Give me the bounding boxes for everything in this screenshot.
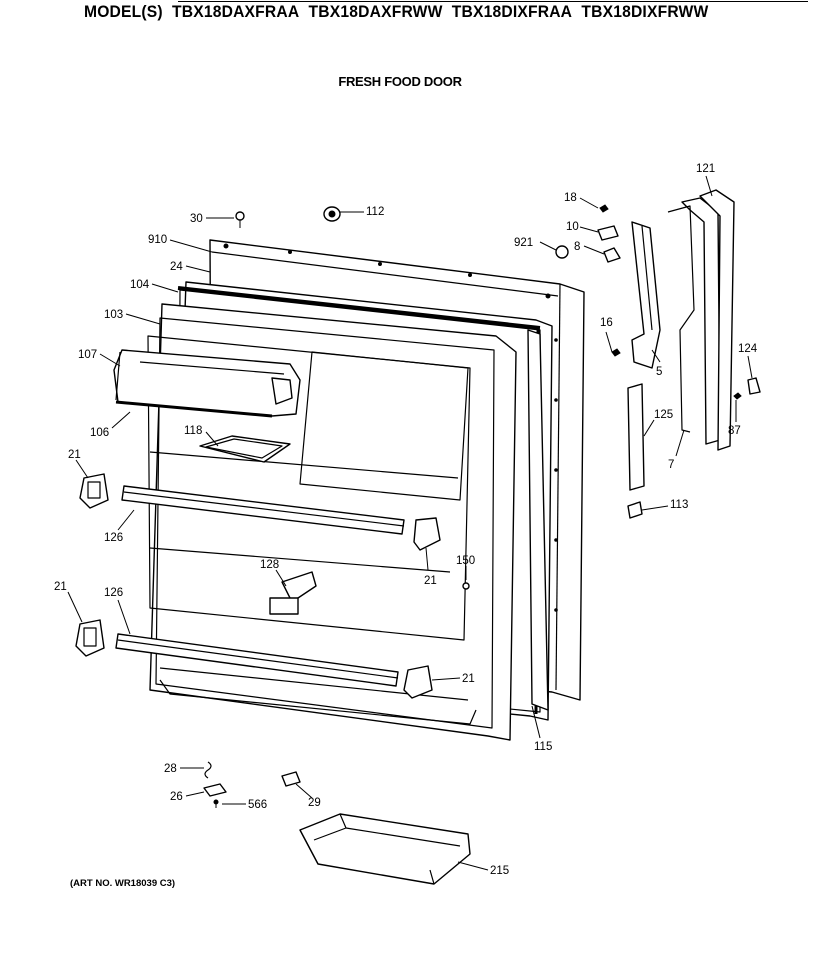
hinge-assembly	[555, 204, 661, 369]
small-parts	[203, 206, 341, 808]
callout-30: 30	[190, 213, 203, 225]
callout-128: 128	[260, 559, 279, 571]
model-prefix: MODEL(S)	[84, 2, 163, 21]
model-number: TBX18DIXFRAA	[451, 2, 573, 21]
callout-118: 118	[184, 425, 202, 437]
callout-104: 104	[130, 279, 150, 291]
model-header: MODEL(S) TBX18DAXFRAA TBX18DAXFRWW TBX18DIX…	[84, 2, 718, 22]
door-handle	[627, 189, 761, 519]
callout-87: 87	[728, 425, 741, 437]
callout-103: 103	[104, 309, 123, 321]
callout-labels: 30 112 910 24 104 103 107 106 118 21 126…	[54, 163, 758, 877]
model-number: TBX18DAXFRWW	[308, 2, 443, 21]
bracket-128	[269, 597, 299, 615]
callout-21-lower-left: 21	[54, 581, 67, 593]
callout-21-upper-left: 21	[68, 449, 81, 461]
shelf-end-cap	[75, 473, 441, 699]
screw-150	[462, 582, 470, 590]
breaker-strip	[527, 329, 549, 711]
art-number: (ART NO. WR18039 C3)	[70, 878, 176, 889]
callout-113: 113	[670, 499, 688, 511]
callout-126-lower: 126	[104, 587, 123, 599]
retainer-128	[281, 571, 317, 603]
door-bin	[299, 813, 471, 885]
model-number: TBX18DAXFRAA	[172, 2, 300, 21]
door-shelf-bar	[115, 485, 405, 687]
callout-107: 107	[78, 349, 97, 361]
callout-150: 150	[456, 555, 475, 567]
callout-18: 18	[564, 192, 577, 204]
callout-126-upper: 126	[104, 532, 123, 544]
leader-lines	[67, 175, 753, 871]
callout-124: 124	[738, 343, 758, 355]
callout-28: 28	[164, 763, 177, 775]
header-rule	[178, 1, 808, 2]
callout-125: 125	[654, 409, 673, 421]
model-number: TBX18DIXFRWW	[581, 2, 709, 21]
callout-24: 24	[170, 261, 183, 273]
callout-10: 10	[566, 221, 579, 233]
callout-910: 910	[148, 234, 167, 246]
callout-16: 16	[600, 317, 613, 329]
callout-921: 921	[514, 237, 533, 249]
callout-121: 121	[696, 163, 715, 175]
callout-112: 112	[366, 206, 384, 218]
callout-5: 5	[656, 366, 662, 378]
callout-566: 566	[248, 799, 267, 811]
callout-7: 7	[668, 459, 674, 471]
dairy-compartment-door	[113, 349, 301, 418]
callout-21-right-lower: 21	[462, 673, 475, 685]
callout-115: 115	[534, 741, 552, 753]
diagram-title: FRESH FOOD DOOR	[338, 74, 462, 89]
callout-8: 8	[574, 241, 580, 253]
callout-29: 29	[308, 797, 321, 809]
callout-215: 215	[490, 865, 509, 877]
callout-26: 26	[170, 791, 183, 803]
callout-21-right-upper: 21	[424, 575, 437, 587]
callout-106: 106	[90, 427, 109, 439]
